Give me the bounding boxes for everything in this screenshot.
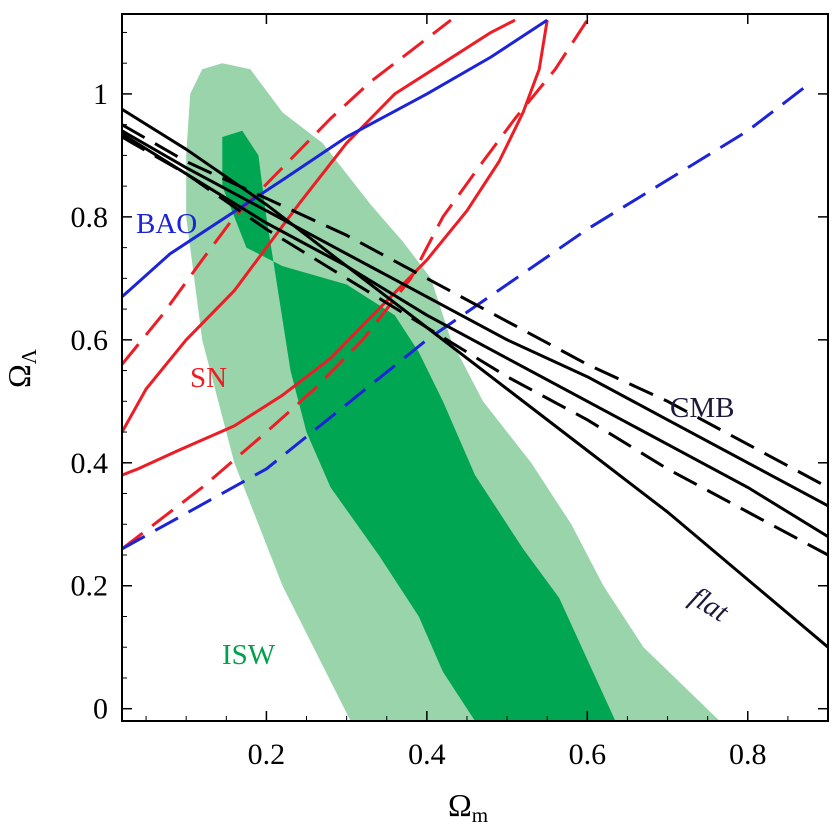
x-tick-label: 0.4 (408, 738, 446, 771)
x-axis-label: Ωm (448, 787, 488, 827)
isw-label: ISW (222, 639, 276, 671)
y-tick-label: 0.6 (71, 324, 109, 357)
y-tick-label: 0.2 (71, 570, 109, 603)
cmb-dashed-line-2 (121, 135, 829, 557)
x-tick-label: 0.6 (569, 738, 607, 771)
x-axis-label-subscript: m (472, 803, 488, 827)
sn-solid-curve-2 (120, 18, 516, 433)
cmb-solid-line-1 (121, 129, 829, 508)
x-tick-label: 0.2 (248, 738, 286, 771)
cmb-label: CMB (670, 392, 734, 424)
cmb-dashed-line-1 (121, 123, 829, 489)
sn-dashed-curve-1 (121, 19, 589, 551)
y-tick-label: 0.8 (71, 201, 109, 234)
flat-label: flat (684, 581, 735, 629)
cmb-solid-line-2 (121, 132, 829, 538)
x-tick-label: 0.8 (729, 738, 767, 771)
flat-line (121, 108, 829, 649)
y-tick-label: 1 (93, 78, 108, 111)
sn-solid-curve-1 (121, 19, 549, 477)
y-tick-label: 0 (93, 693, 108, 726)
bao-label: BAO (136, 208, 197, 240)
isw-inner-contour (222, 130, 616, 722)
axis-ticks: 0.2 0.4 0.6 0.8 0 0.2 0.4 0.6 0.8 1 (71, 14, 828, 771)
y-axis-label: ΩΛ (1, 348, 41, 388)
y-axis-label-subscript: Λ (17, 348, 41, 364)
plot-frame (121, 13, 829, 722)
sn-dashed-curve-2 (120, 18, 452, 366)
sn-label: SN (190, 362, 227, 394)
y-tick-label: 0.4 (71, 447, 109, 480)
isw-contours (186, 63, 720, 722)
bao-dashed-line (121, 80, 813, 551)
isw-outer-contour (186, 63, 720, 721)
bao-solid-line (121, 18, 549, 298)
constraint-curves (120, 18, 829, 649)
